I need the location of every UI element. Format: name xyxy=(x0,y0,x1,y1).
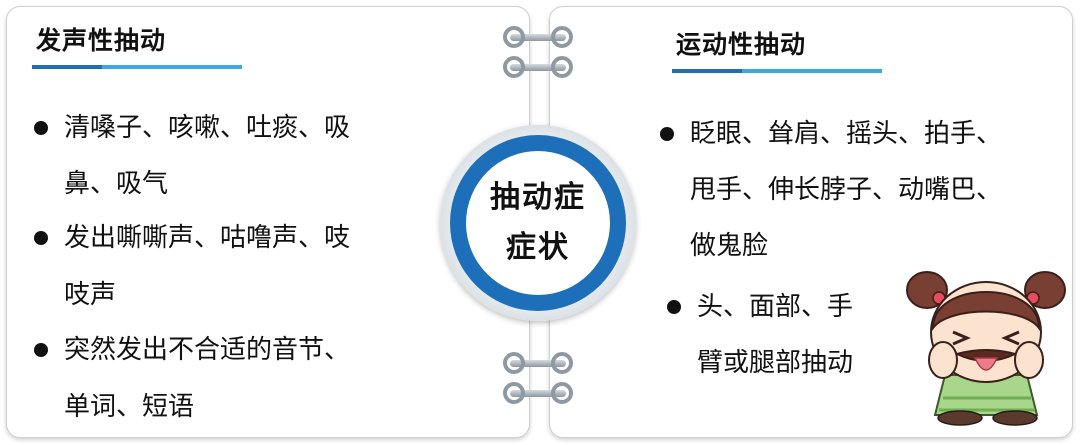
center-ring-inner xyxy=(466,151,610,295)
vocal-tics-title: 发声性抽动 xyxy=(36,26,167,55)
vocal-tics-title-underline xyxy=(32,65,242,69)
motor-item-1-line3: 做鬼脸 xyxy=(690,231,769,261)
binder-ring-icon xyxy=(510,390,566,397)
vocal-item-3-line1: 突然发出不合适的音节、 xyxy=(64,335,351,365)
center-label-line1: 抽动症 xyxy=(490,180,586,215)
motor-tics-title: 运动性抽动 xyxy=(676,30,807,59)
motor-item-2-line1: 头、面部、手 xyxy=(697,292,854,322)
vocal-item-2-line1: 发出嘶嘶声、咕噜声、吱 xyxy=(64,223,351,253)
bullet-icon xyxy=(34,231,48,245)
binder-ring-icon xyxy=(510,64,566,71)
motor-tics-title-underline xyxy=(672,69,882,73)
binder-rings-icon xyxy=(503,26,573,404)
vocal-item-1-line2: 鼻、吸气 xyxy=(64,169,169,199)
bullet-icon xyxy=(34,343,48,357)
motor-item-1-line1: 眨眼、耸肩、摇头、拍手、 xyxy=(690,119,1003,149)
vocal-item-3-line2: 单词、短语 xyxy=(64,392,195,422)
vocal-item-2-line2: 吱声 xyxy=(64,280,117,310)
vocal-item-1-line1: 清嗓子、咳嗽、吐痰、吸 xyxy=(64,113,351,143)
child-making-face-icon xyxy=(906,271,1066,426)
center-label: 抽动症 症状 xyxy=(466,151,610,295)
binder-ring-icon xyxy=(510,360,566,367)
bullet-icon xyxy=(34,121,48,135)
binder-ring-icon xyxy=(510,34,566,41)
bullet-icon xyxy=(660,127,674,141)
motor-item-2-line2: 臂或腿部抽动 xyxy=(697,348,854,378)
center-label-line2: 症状 xyxy=(506,230,570,265)
motor-item-1-line2: 甩手、伸长脖子、动嘴巴、 xyxy=(690,175,1003,205)
bullet-icon xyxy=(667,300,681,314)
